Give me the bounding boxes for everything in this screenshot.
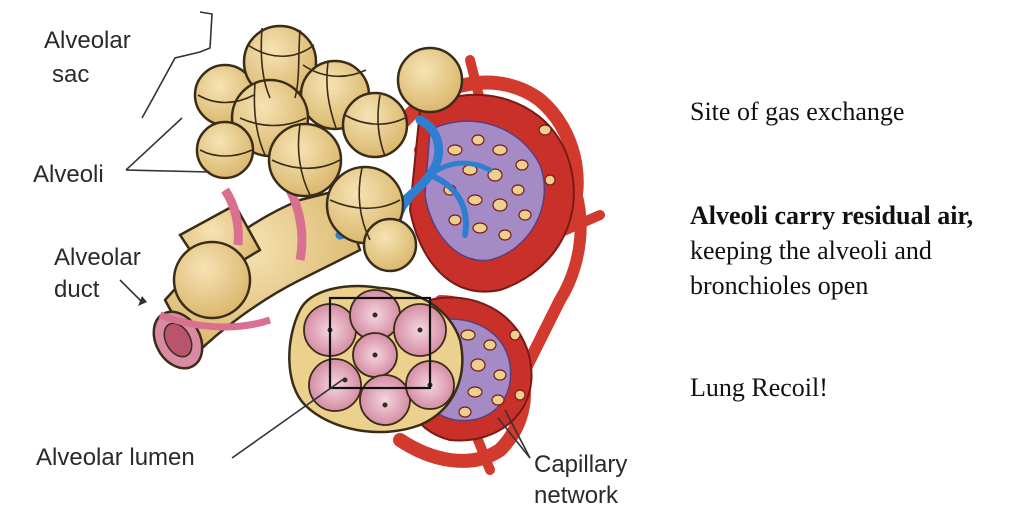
label-capillary-network-line1: Capillary	[534, 451, 627, 478]
note-residual-air: Alveoli carry residual air, keeping the …	[690, 198, 973, 303]
alveolar-lumen-cutaway	[288, 284, 464, 434]
alveoli-diagram: Alveolar sac Alveoli Alveolar duct Alveo…	[33, 11, 627, 509]
alveolus-ribs	[197, 27, 406, 241]
note-lung-recoil: Lung Recoil!	[690, 373, 828, 402]
duct-alveolus	[172, 240, 252, 320]
note-residual-line1: keeping the alveoli and	[690, 236, 932, 265]
label-alveolar-duct-line2: duct	[54, 276, 100, 303]
label-alveolar-sac-line1: Alveolar	[44, 27, 131, 54]
note-residual-bold: Alveoli carry residual air,	[690, 201, 974, 230]
note-gas-exchange: Site of gas exchange	[690, 97, 905, 126]
label-alveolar-sac-line2: sac	[52, 61, 89, 88]
leader-lines	[119, 11, 531, 459]
label-alveoli: Alveoli	[33, 161, 104, 188]
label-alveolar-duct-line1: Alveolar	[54, 244, 141, 271]
label-alveolar-lumen: Alveolar lumen	[36, 444, 195, 471]
note-residual-line2: bronchioles open	[690, 271, 869, 300]
duct-arrow-head	[138, 296, 147, 306]
label-capillary-network-line2: network	[534, 482, 619, 509]
